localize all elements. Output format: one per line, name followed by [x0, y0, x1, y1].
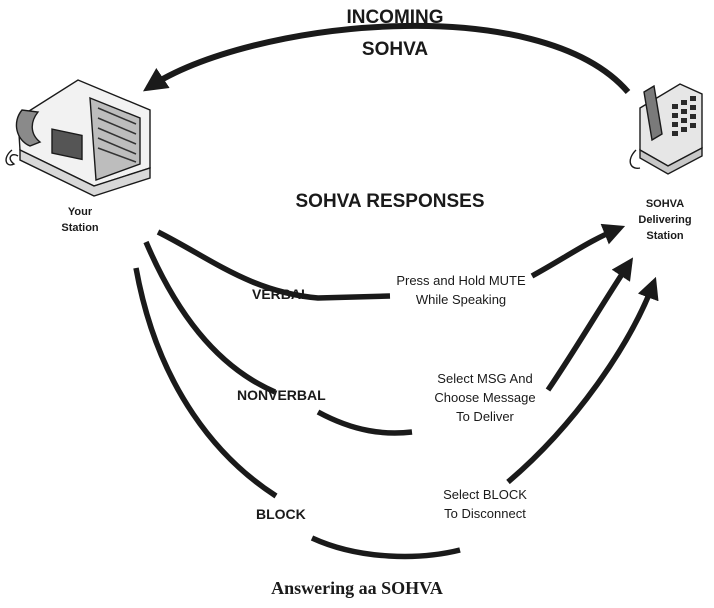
nonverbal-desc-line3: To Deliver [456, 409, 514, 424]
verbal-label: VERBAL [252, 286, 310, 302]
incoming-title: INCOMING SOHVA [335, 2, 455, 66]
delivering-station-line2: Delivering [638, 214, 692, 226]
block-desc: Select BLOCK To Disconnect [425, 485, 545, 523]
delivering-station-label: SOHVA Delivering Station [620, 196, 710, 244]
your-station-label: Your Station [40, 204, 120, 236]
delivering-station-line3: Station [646, 230, 684, 242]
verbal-arrow [156, 228, 620, 301]
nonverbal-label: NONVERBAL [237, 387, 326, 403]
verbal-desc: Press and Hold MUTE While Speaking [386, 271, 536, 309]
nonverbal-desc-line2: Choose Message [434, 390, 536, 405]
your-station-line2: Station [61, 222, 99, 234]
block-label: BLOCK [256, 506, 306, 522]
block-arrow [133, 268, 654, 560]
your-station-phone-icon [5, 79, 151, 197]
incoming-title-line1: INCOMING [346, 7, 444, 28]
nonverbal-arrow [143, 240, 630, 436]
your-station-line1: Your [67, 206, 93, 218]
delivering-station-line1: SOHVA [645, 198, 685, 210]
nonverbal-desc: Select MSG And Choose Message To Deliver [415, 369, 555, 426]
responses-title: SOHVA RESPONSES [295, 191, 485, 212]
incoming-title-line2: SOHVA [361, 39, 429, 60]
block-desc-line2: To Disconnect [444, 506, 526, 521]
nonverbal-desc-line1: Select MSG And [437, 371, 533, 386]
delivering-station-phone-icon [629, 83, 703, 175]
diagram-caption: Answering aa SOHVA [271, 578, 443, 598]
incoming-arrow [143, 22, 631, 94]
block-desc-line1: Select BLOCK [443, 487, 527, 502]
verbal-desc-line2: While Speaking [415, 292, 507, 307]
verbal-desc-line1: Press and Hold MUTE [396, 273, 526, 288]
